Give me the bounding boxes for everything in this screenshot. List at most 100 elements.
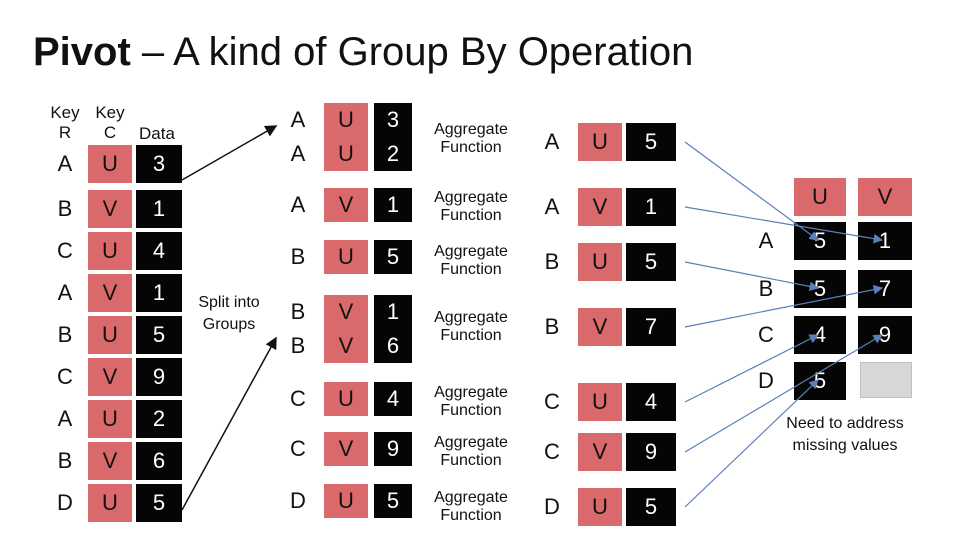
group-data-cell: 3	[374, 103, 412, 137]
aggregate-function-label: Aggregate Function	[434, 243, 508, 278]
group-data-cell: 9	[374, 432, 412, 466]
group-data-cell: 4	[374, 382, 412, 416]
result-key-c-cell: V	[578, 188, 622, 226]
result-data-cell: 5	[626, 123, 676, 161]
source-key-r-cell: B	[57, 448, 73, 473]
source-key-c-cell: V	[88, 442, 132, 480]
group-key-r-cell: A	[290, 107, 306, 132]
pivot-arrow-c-v	[684, 334, 884, 453]
group-key-r-cell: B	[290, 244, 306, 269]
pivot-row-key: C	[758, 322, 774, 347]
source-key-c-cell: U	[88, 400, 132, 438]
source-key-c-cell: U	[88, 484, 132, 522]
result-data-cell: 4	[626, 383, 676, 421]
split-arrow-top	[181, 125, 278, 181]
pivot-value-v: 9	[858, 316, 912, 354]
page-title: Pivot – A kind of Group By Operation	[33, 30, 694, 74]
source-key-c-cell: U	[88, 316, 132, 354]
group-key-c-cell: V	[324, 295, 368, 329]
result-data-cell: 7	[626, 308, 676, 346]
source-key-r-cell: B	[57, 322, 73, 347]
result-key-r-cell: D	[544, 494, 560, 519]
source-key-r-cell: C	[57, 238, 73, 263]
group-key-c-cell: U	[324, 382, 368, 416]
aggregate-function-label: Aggregate Function	[434, 121, 508, 156]
result-key-c-cell: U	[578, 243, 622, 281]
source-key-r-cell: D	[57, 490, 73, 515]
result-key-r-cell: B	[544, 314, 560, 339]
source-data-cell: 5	[136, 316, 182, 354]
result-key-r-cell: A	[544, 129, 560, 154]
result-data-cell: 5	[626, 488, 676, 526]
source-key-c-cell: V	[88, 190, 132, 228]
source-key-r-cell: A	[57, 151, 73, 176]
source-key-r-cell: C	[57, 364, 73, 389]
group-key-c-cell: U	[324, 137, 368, 171]
result-key-c-cell: V	[578, 308, 622, 346]
split-arrow-bottom	[181, 336, 277, 511]
aggregate-function-label: Aggregate Function	[434, 489, 508, 524]
source-data-cell: 6	[136, 442, 182, 480]
group-key-r-cell: C	[290, 436, 306, 461]
source-data-cell: 1	[136, 190, 182, 228]
group-key-r-cell: C	[290, 386, 306, 411]
pivot-value-v: 1	[858, 222, 912, 260]
result-data-cell: 1	[626, 188, 676, 226]
aggregate-function-label: Aggregate Function	[434, 189, 508, 224]
group-key-r-cell: B	[290, 299, 306, 324]
pivot-col-header-u: U	[794, 178, 846, 216]
pivot-col-header-v: V	[858, 178, 912, 216]
result-key-r-cell: A	[544, 194, 560, 219]
split-label: Split into Groups	[198, 294, 260, 333]
pivot-value-u: 5	[794, 222, 846, 260]
result-key-r-cell: C	[544, 389, 560, 414]
source-key-r-cell: B	[57, 196, 73, 221]
result-key-c-cell: V	[578, 433, 622, 471]
group-key-r-cell: D	[290, 488, 306, 513]
pivot-arrow-b-v	[684, 284, 884, 328]
pivot-arrow-a-u	[684, 141, 819, 241]
pivot-missing-value	[860, 362, 912, 398]
result-key-c-cell: U	[578, 383, 622, 421]
group-key-c-cell: U	[324, 484, 368, 518]
source-key-c-cell: V	[88, 358, 132, 396]
header-key-r: Key R	[50, 103, 80, 142]
source-data-cell: 4	[136, 232, 182, 270]
pivot-arrow-d-u	[684, 379, 819, 508]
group-data-cell: 1	[374, 295, 412, 329]
group-key-c-cell: V	[324, 432, 368, 466]
group-key-c-cell: V	[324, 329, 368, 363]
source-data-cell: 5	[136, 484, 182, 522]
source-data-cell: 9	[136, 358, 182, 396]
group-key-r-cell: B	[290, 333, 306, 358]
pivot-arrow-c-u	[684, 334, 820, 403]
result-key-r-cell: C	[544, 439, 560, 464]
missing-values-note: Need to address missing values	[786, 415, 904, 454]
aggregate-function-label: Aggregate Function	[434, 434, 508, 469]
result-data-cell: 5	[626, 243, 676, 281]
source-data-cell: 3	[136, 145, 182, 183]
pivot-row-key: D	[758, 368, 774, 393]
source-data-cell: 1	[136, 274, 182, 312]
source-key-c-cell: U	[88, 145, 132, 183]
source-key-c-cell: U	[88, 232, 132, 270]
group-key-r-cell: A	[290, 141, 306, 166]
group-key-r-cell: A	[290, 192, 306, 217]
result-key-r-cell: B	[544, 249, 560, 274]
group-key-c-cell: U	[324, 103, 368, 137]
group-key-c-cell: U	[324, 240, 368, 274]
pivot-value-v: 7	[858, 270, 912, 308]
result-data-cell: 9	[626, 433, 676, 471]
group-data-cell: 5	[374, 484, 412, 518]
pivot-row-key: B	[758, 276, 774, 301]
source-key-c-cell: V	[88, 274, 132, 312]
header-key-c: Key C	[95, 103, 125, 142]
group-data-cell: 6	[374, 329, 412, 363]
source-key-r-cell: A	[57, 280, 73, 305]
aggregate-function-label: Aggregate Function	[434, 384, 508, 419]
pivot-arrow-a-v	[684, 206, 884, 244]
group-data-cell: 5	[374, 240, 412, 274]
source-data-cell: 2	[136, 400, 182, 438]
pivot-arrow-b-u	[684, 261, 820, 292]
